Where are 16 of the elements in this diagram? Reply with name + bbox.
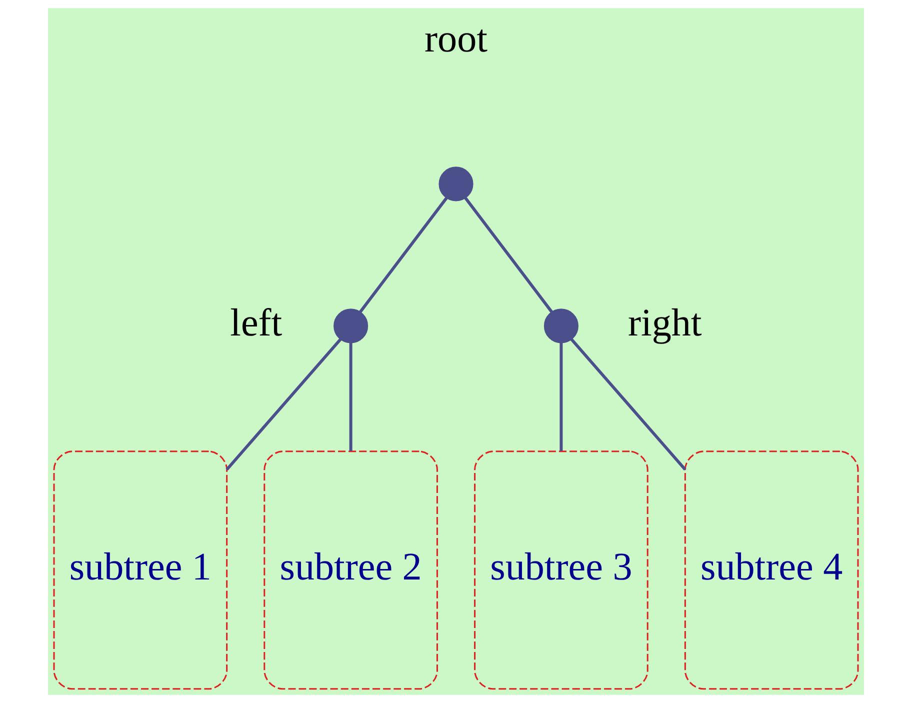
connector bbox=[348, 342, 352, 452]
node-circle bbox=[333, 308, 368, 344]
node-circle bbox=[438, 166, 473, 202]
node-label: root bbox=[424, 17, 487, 60]
connector bbox=[570, 338, 686, 471]
node-box: subtree 2 bbox=[263, 450, 438, 690]
connector bbox=[464, 196, 552, 313]
node-circle bbox=[543, 308, 578, 344]
node-label: left bbox=[230, 301, 282, 344]
node-label: right bbox=[627, 301, 702, 344]
connector bbox=[559, 342, 562, 452]
node-box: subtree 1 bbox=[52, 450, 228, 690]
node-box: subtree 4 bbox=[684, 450, 858, 690]
connector bbox=[358, 196, 448, 313]
connector bbox=[225, 338, 342, 471]
node-box: subtree 3 bbox=[474, 450, 648, 690]
